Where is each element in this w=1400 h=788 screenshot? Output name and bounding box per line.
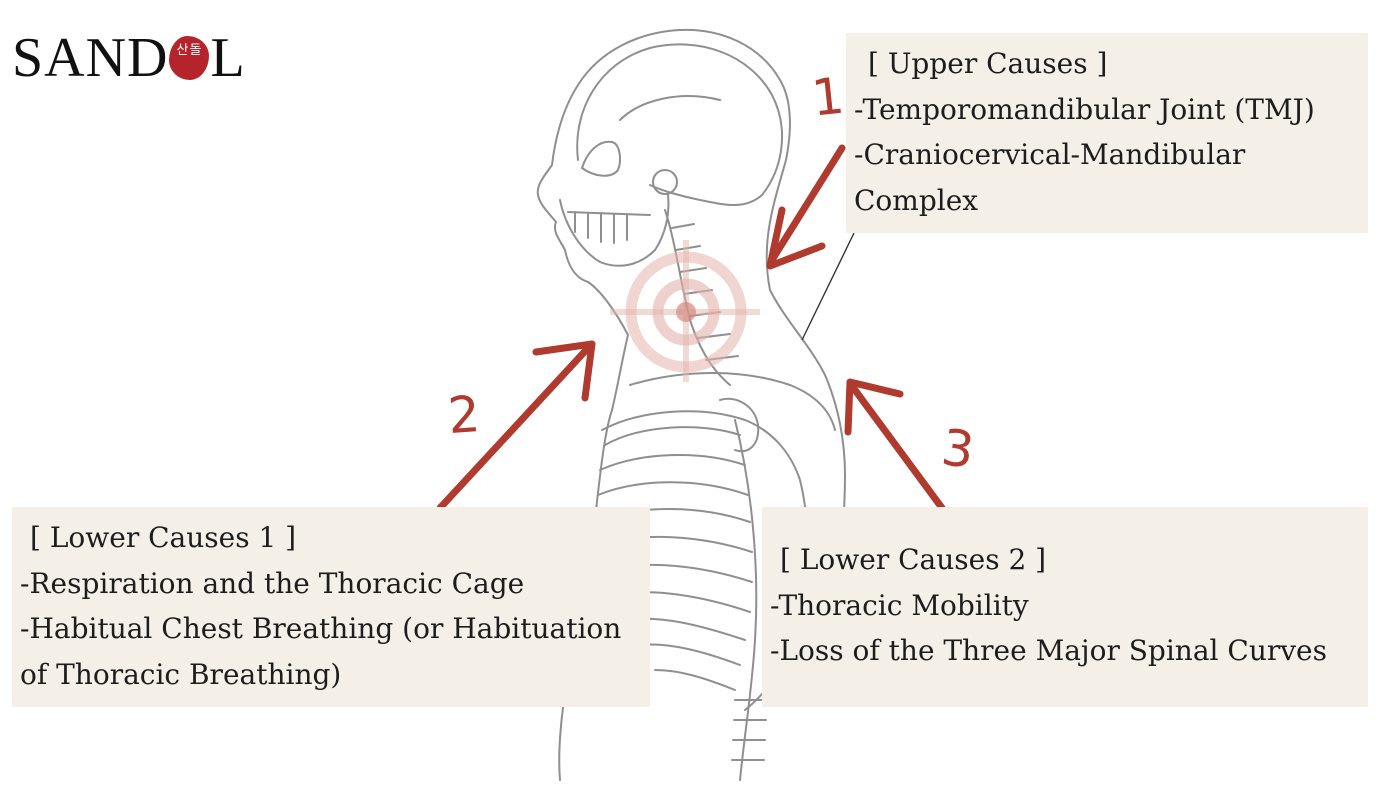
upper-causes-item: -Craniocervical-Mandibular Complex [854,138,1246,217]
marker-number-2: 2 [446,384,482,446]
arrow-icon [436,144,946,512]
lower-causes-1-heading: [ Lower Causes 1 ] [30,521,297,554]
lower-causes-2-item: -Thoracic Mobility [770,588,1029,622]
logo-text-start: SAND [12,27,169,89]
lower-causes-2-item: -Loss of the Three Major Spinal Curves [770,634,1327,667]
lower-causes-1-box: [ Lower Causes 1 ] -Respiration and the … [12,507,650,707]
marker-number-1: 1 [809,66,847,128]
lower-causes-1-item: -Respiration and the Thoracic Cage [20,566,525,600]
brand-logo: SAND 산돌 L [12,30,246,86]
lower-causes-1-item: -Habitual Chest Breathing (or Habituatio… [20,612,622,691]
upper-causes-heading: [ Upper Causes ] [868,47,1108,80]
logo-text-end: L [210,27,246,89]
upper-causes-box: [ Upper Causes ] -Temporomandibular Join… [846,33,1368,233]
lower-causes-2-box: [ Lower Causes 2 ] -Thoracic Mobility -L… [762,507,1368,707]
upper-causes-item: -Temporomandibular Joint (TMJ) [854,92,1315,126]
seal-stamp: 산돌 [169,36,210,80]
lower-causes-2-heading: [ Lower Causes 2 ] [780,543,1047,576]
